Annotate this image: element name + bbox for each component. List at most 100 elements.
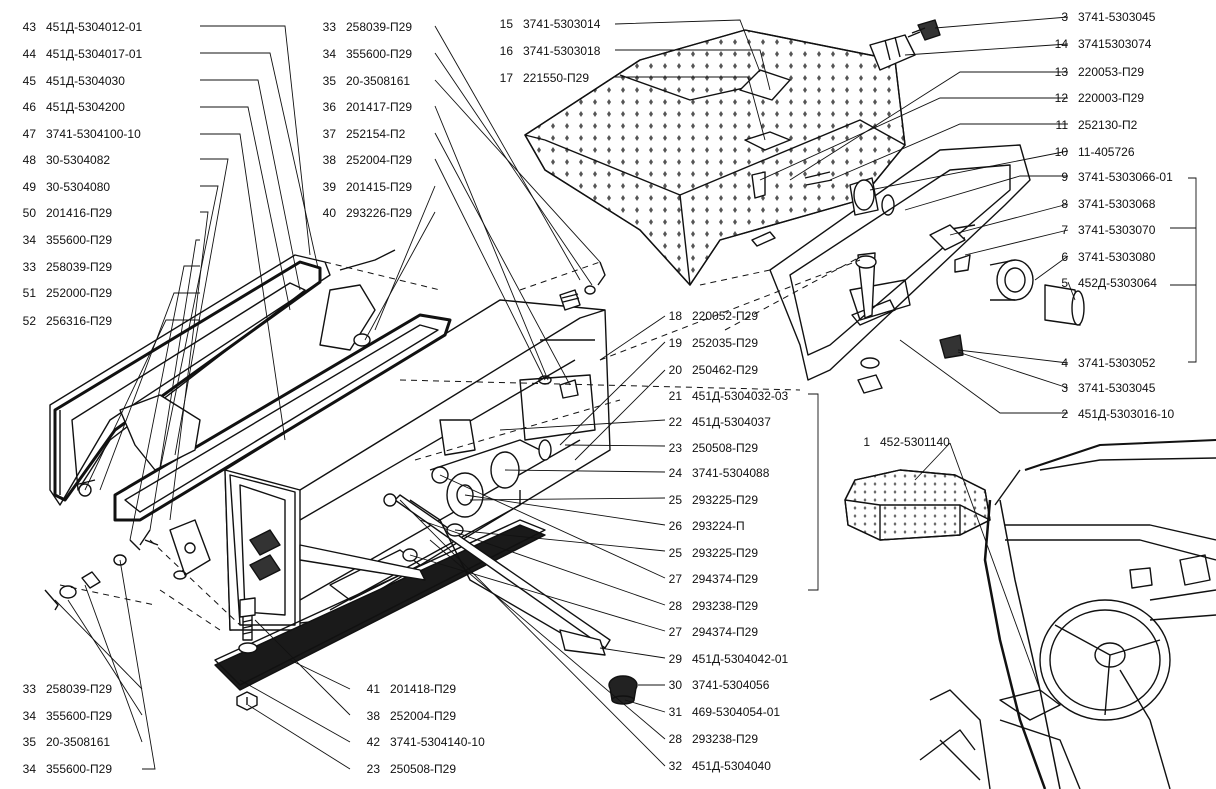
- callout-mid-top-38: 38 252004-П29: [318, 153, 412, 167]
- part-code: 451Д-5304200: [46, 100, 125, 114]
- callout-number: 28: [668, 599, 682, 613]
- part-code: 250508-П29: [692, 441, 759, 455]
- part-code: 3741-5303066-01: [1078, 170, 1173, 184]
- part-code: 252035-П29: [692, 336, 759, 350]
- part-code: 20-3508161: [346, 74, 411, 88]
- callout-right-center-23: 23 250508-П29: [664, 441, 758, 455]
- callout-number: 5: [1061, 276, 1068, 290]
- glove-box-lid: [769, 144, 1031, 381]
- part-code: 3741-5304140-10: [390, 735, 485, 749]
- callout-number: 48: [22, 153, 36, 167]
- part-code: 258039-П29: [46, 260, 113, 274]
- part-code: 37415303074: [1078, 37, 1152, 51]
- part-code: 3741-5304056: [692, 678, 770, 692]
- callout-number: 17: [499, 71, 513, 85]
- part-code: 3741-5303052: [1078, 356, 1156, 370]
- callout-number: 23: [668, 441, 682, 455]
- part-code: 294374-П29: [692, 625, 759, 639]
- part-code: 451Д-5304032-03: [692, 389, 789, 403]
- leader-lines: [54, 16, 1197, 770]
- callout-number: 50: [22, 206, 36, 220]
- callout-number: 23: [366, 762, 380, 776]
- part-code: 201415-П29: [346, 180, 413, 194]
- callout-number: 27: [668, 572, 682, 586]
- callout-number: 25: [668, 493, 682, 507]
- callout-number: 30: [668, 678, 682, 692]
- part-code: 293238-П29: [692, 599, 759, 613]
- callout-number: 33: [22, 682, 36, 696]
- callout-number: 38: [322, 153, 336, 167]
- callout-right-center-28: 28 293238-П29: [664, 732, 758, 746]
- callout-number: 43: [22, 20, 36, 34]
- inset-glove-box-part: [844, 469, 991, 541]
- part-code: 220003-П29: [1078, 91, 1145, 105]
- callout-right-center-25: 25 293225-П29: [664, 493, 758, 507]
- part-code: 11-405726: [1078, 145, 1135, 159]
- part-code: 451Д-5304042-01: [692, 652, 789, 666]
- callout-number: 28: [668, 732, 682, 746]
- callout-number: 44: [22, 47, 36, 61]
- part-code: 293238-П29: [692, 732, 759, 746]
- part-code: 293224-П: [692, 519, 745, 533]
- part-code: 451Д-5304030: [46, 74, 125, 88]
- callout-number: 46: [22, 100, 36, 114]
- callout-number: 15: [499, 17, 513, 31]
- callout-number: 38: [366, 709, 380, 723]
- callout-right-center-30: 30 3741-5304056: [664, 678, 770, 692]
- callout-number: 33: [322, 20, 336, 34]
- callout-number: 14: [1054, 37, 1068, 51]
- part-code: 258039-П29: [46, 682, 113, 696]
- part-code: 3741-5303068: [1078, 197, 1156, 211]
- callout-number: 20: [668, 363, 682, 377]
- part-code: 3741-5303018: [523, 44, 601, 58]
- part-code: 3741-5304088: [692, 466, 770, 480]
- part-code: 3741-5303070: [1078, 223, 1156, 237]
- part-code: 293226-П29: [346, 206, 413, 220]
- lock-cylinder: [954, 254, 1085, 326]
- part-code: 201417-П29: [346, 100, 413, 114]
- assembly-guide-lines: [59, 257, 861, 631]
- part-code: 293225-П29: [692, 493, 759, 507]
- callout-right-center-28: 28 293238-П29: [664, 599, 758, 613]
- part-code: 252130-П2: [1078, 118, 1138, 132]
- part-code: 293225-П29: [692, 546, 759, 560]
- callout-number: 31: [668, 705, 682, 719]
- callout-number: 34: [22, 762, 36, 776]
- callout-number: 51: [22, 286, 36, 300]
- part-code: 355600-П29: [46, 709, 113, 723]
- callout-number: 47: [22, 127, 36, 141]
- part-code: 252154-П2: [346, 127, 406, 141]
- part-code: 452-5301140: [880, 435, 950, 449]
- part-code: 252004-П29: [346, 153, 413, 167]
- part-code: 3741-5304100-10: [46, 127, 141, 141]
